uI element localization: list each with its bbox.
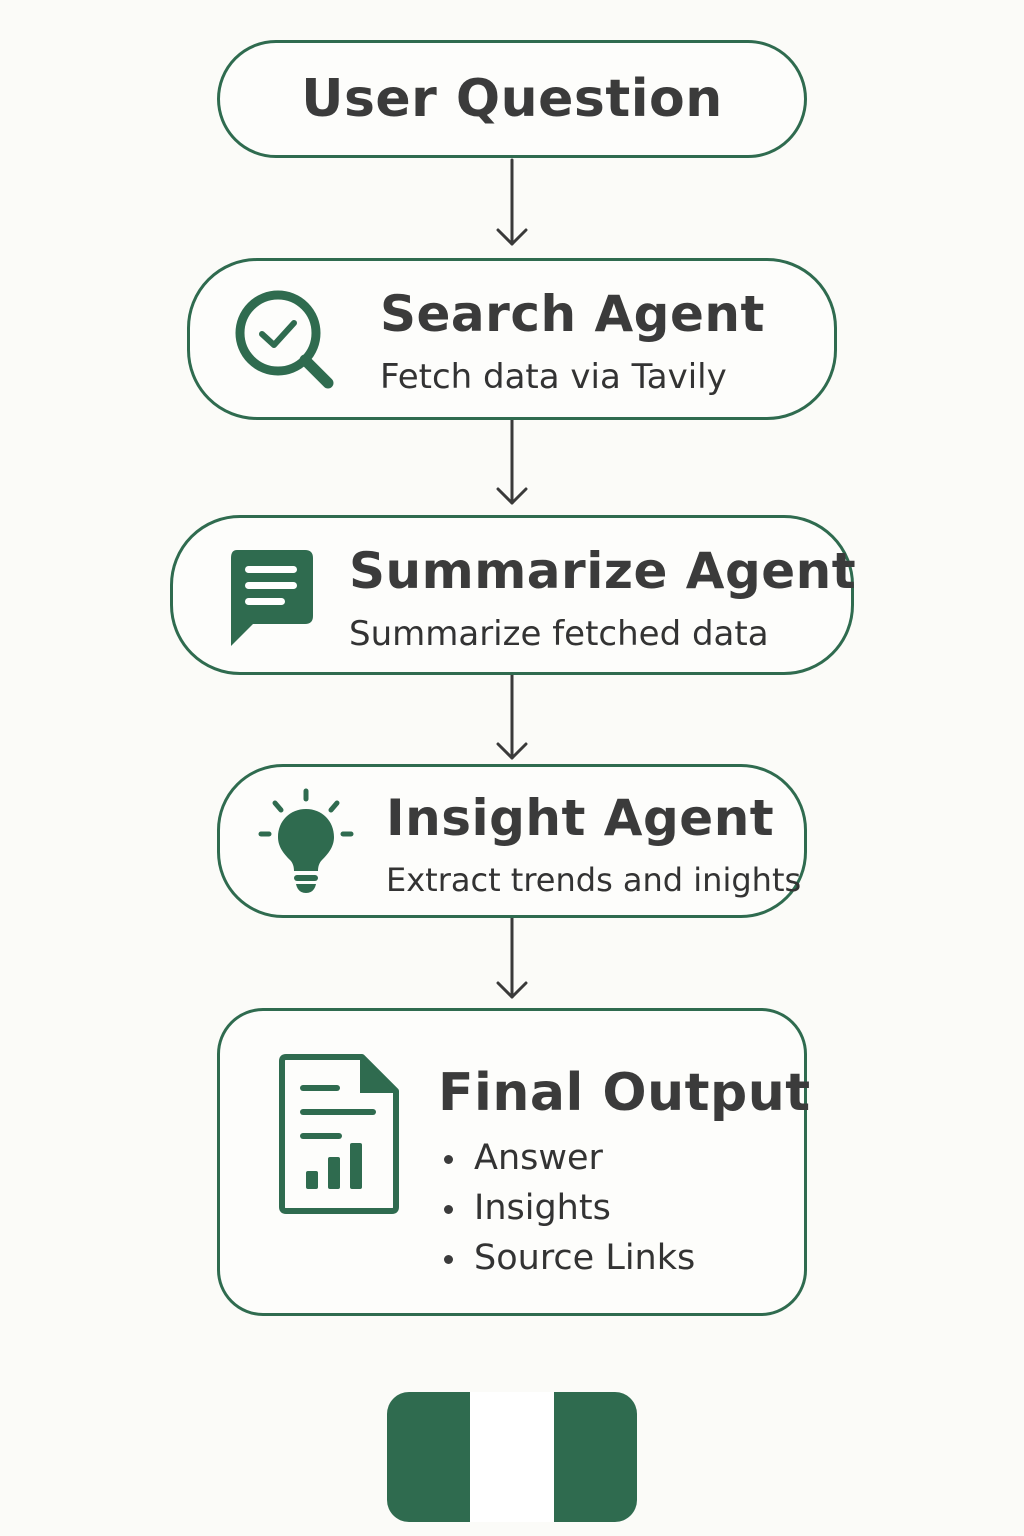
lightbulb-icon [258,788,354,893]
search-agent-title: Search Agent [380,285,765,343]
green-white-green-flag-icon [387,1392,637,1522]
final-output-title: Final Output [438,1063,811,1123]
final-output-list: Answer Insights Source Links [442,1133,695,1283]
insight-agent-title: Insight Agent [386,789,775,847]
insight-agent-node: Insight Agent Extract trends and inights [217,764,807,918]
search-agent-subtitle: Fetch data via Tavily [380,357,727,397]
flag-band-left [387,1392,471,1522]
search-check-icon [235,290,334,389]
final-output-node: Final Output Answer Insights Source Link… [217,1008,810,1316]
list-item: Source Links [442,1233,695,1283]
user-question-title: User Question [301,69,723,129]
summarize-agent-subtitle: Summarize fetched data [349,614,769,654]
arrow-summarize-to-insight [496,673,528,760]
chat-bubble-icon [231,550,313,646]
arrow-question-to-search [496,158,528,246]
search-agent-node: Search Agent Fetch data via Tavily [187,258,837,420]
summarize-agent-title: Summarize Agent [349,542,857,600]
user-question-node: User Question [217,40,807,158]
summarize-agent-node: Summarize Agent Summarize fetched data [170,515,857,675]
report-document-icon [279,1054,399,1214]
list-item: Insights [442,1183,695,1233]
arrow-insight-to-output [496,916,528,999]
flag-band-center [470,1392,554,1522]
flag-band-right [553,1392,637,1522]
list-item: Answer [442,1133,695,1183]
insight-agent-subtitle: Extract trends and inights [386,861,802,899]
arrow-search-to-summarize [496,418,528,505]
